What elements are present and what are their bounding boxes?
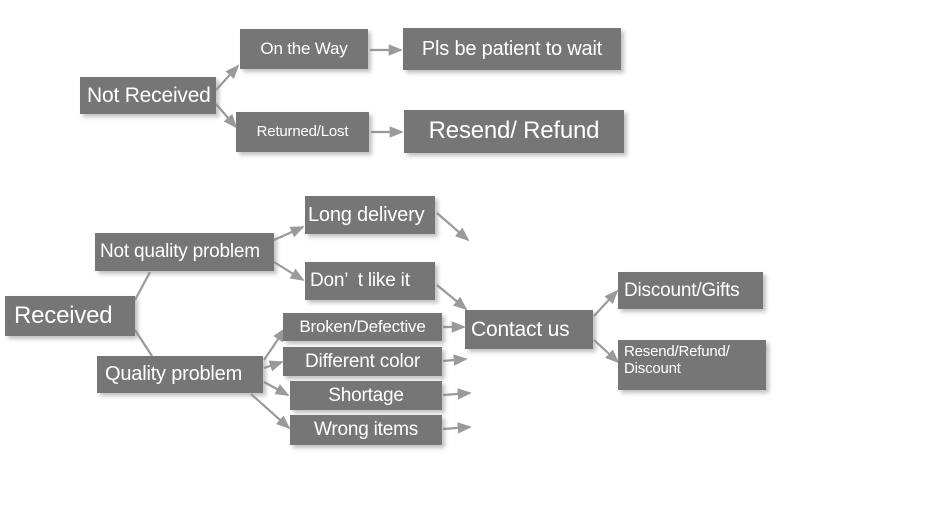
node-pls-be-patient[interactable]: Pls be patient to wait	[403, 28, 621, 70]
node-shortage[interactable]: Shortage	[290, 381, 442, 410]
node-label-received: Received	[14, 301, 113, 329]
node-not-quality[interactable]: Not quality problem	[95, 233, 274, 271]
node-long-delivery[interactable]: Long delivery	[305, 196, 435, 234]
edge-dont-like-it-to-contact-us	[436, 284, 468, 311]
node-quality[interactable]: Quality problem	[97, 356, 263, 393]
node-wrong-items[interactable]: Wrong items	[290, 415, 442, 445]
node-label-contact-us: Contact us	[471, 317, 570, 341]
node-label-discount-gifts: Discount/Gifts	[624, 279, 740, 301]
edge-different-color-to-contact-us	[442, 354, 468, 366]
node-label-long-delivery: Long delivery	[308, 203, 425, 226]
node-resend-refund-discount[interactable]: Resend/Refund/ Discount	[618, 340, 766, 390]
node-label-resend-refund: Resend/ Refund	[428, 117, 600, 145]
edge-not-received-to-returned-lost	[215, 103, 238, 129]
node-dont-like-it[interactable]: Don’ t like it	[305, 262, 435, 300]
node-broken-defective[interactable]: Broken/Defective	[283, 313, 442, 341]
node-discount-gifts[interactable]: Discount/Gifts	[618, 272, 763, 309]
edge-quality-to-different-color	[263, 360, 284, 372]
node-received[interactable]: Received	[5, 296, 135, 336]
edge-wrong-items-to-contact-us	[442, 422, 472, 434]
edge-quality-to-broken-defective	[263, 327, 286, 361]
node-label-returned-lost: Returned/Lost	[256, 122, 349, 140]
node-label-on-the-way: On the Way	[260, 39, 348, 59]
edge-contact-us-to-resend-refund-discount	[593, 339, 620, 364]
node-label-different-color: Different color	[305, 350, 420, 372]
node-different-color[interactable]: Different color	[283, 347, 442, 376]
node-label-quality: Quality problem	[105, 363, 243, 386]
node-label-pls-be-patient: Pls be patient to wait	[421, 37, 603, 60]
node-label-shortage: Shortage	[328, 384, 404, 406]
node-label-not-received: Not Received	[87, 83, 211, 107]
edge-quality-to-shortage	[263, 381, 290, 396]
edge-long-delivery-to-contact-us	[436, 212, 470, 242]
node-label-resend-refund-discount: Resend/Refund/ Discount	[624, 343, 730, 377]
edge-not-received-to-on-the-way	[215, 64, 240, 91]
edge-shortage-to-contact-us	[442, 388, 472, 400]
edge-received-to-quality	[134, 329, 153, 357]
node-returned-lost[interactable]: Returned/Lost	[236, 112, 369, 152]
edge-quality-to-wrong-items	[250, 393, 291, 430]
edge-received-to-not-quality	[134, 271, 151, 301]
node-contact-us[interactable]: Contact us	[465, 310, 593, 349]
edge-not-quality-to-dont-like-it	[273, 261, 305, 281]
node-label-not-quality: Not quality problem	[100, 241, 260, 263]
node-label-broken-defective: Broken/Defective	[299, 317, 426, 337]
node-not-received[interactable]: Not Received	[80, 77, 216, 114]
node-on-the-way[interactable]: On the Way	[240, 29, 368, 69]
node-label-dont-like-it: Don’ t like it	[310, 270, 410, 292]
edge-not-quality-to-long-delivery	[273, 225, 305, 242]
edge-contact-us-to-discount-gifts	[593, 289, 619, 317]
node-resend-refund[interactable]: Resend/ Refund	[404, 110, 624, 153]
node-label-wrong-items: Wrong items	[313, 419, 419, 441]
